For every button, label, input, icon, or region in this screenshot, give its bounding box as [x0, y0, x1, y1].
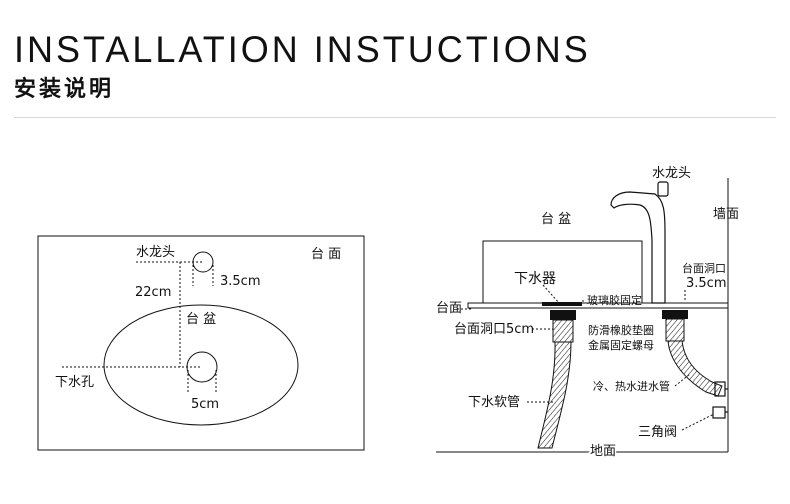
label-counter-hole: 台面洞口: [682, 261, 726, 275]
title-english: INSTALLATION INSTUCTIONS: [14, 28, 591, 71]
faucet-nut: [662, 310, 688, 319]
leader-valve: [681, 413, 715, 431]
angle-valve-lower: [712, 406, 728, 419]
label-drain-size: 5cm: [191, 397, 219, 412]
label-drain-hole: 下水孔: [55, 375, 94, 390]
label-counter-top: 台 面: [311, 247, 341, 262]
drain-flange: [542, 302, 582, 306]
angle-valve-upper: [714, 381, 728, 397]
faucet-handle: [657, 181, 669, 197]
label-faucet-side: 水龙头: [652, 166, 691, 181]
faucet: [610, 191, 666, 304]
label-counter-hole-size: 3.5cm: [686, 276, 727, 291]
label-gasket: 防滑橡胶垫圈: [588, 323, 654, 337]
title-chinese: 安装说明: [14, 77, 115, 102]
label-glass-glue: 玻璃胶固定: [587, 293, 642, 307]
label-floor: 地面: [590, 444, 616, 459]
label-drain-hole-side: 台面洞口5cm: [454, 322, 534, 337]
label-drain: 下水器: [514, 271, 556, 287]
header-divider: [14, 117, 776, 118]
label-angle-valve: 三角阀: [638, 425, 677, 440]
label-counter-side: 台面: [436, 301, 462, 316]
label-inlet-pipe: 冷、热水进水管: [593, 379, 670, 393]
faucet-thread: [665, 318, 685, 342]
label-nut: 金属固定螺母: [588, 338, 654, 352]
label-basin-side: 台 盆: [541, 212, 571, 227]
top-view: 水龙头 台 面 3.5cm 22cm 台 盆 下水孔 5cm: [37, 235, 365, 451]
drain-thread: [552, 319, 574, 343]
basin-outline: [103, 304, 299, 426]
label-distance: 22cm: [135, 285, 171, 300]
label-basin-top: 台 盆: [186, 312, 216, 327]
drain-hose: [537, 341, 572, 449]
drain-nut: [550, 310, 576, 320]
counter-outline: [37, 235, 365, 451]
inlet-hose: [667, 340, 723, 397]
label-faucet-top: 水龙头: [136, 245, 175, 260]
label-wall: 墙面: [713, 207, 739, 222]
side-view: 水龙头 墙面 台 盆 下水器 台面洞口 3.5cm 台面 玻璃胶固定 台面洞口5…: [436, 166, 739, 461]
leader-inlet: [674, 373, 691, 387]
label-drain-hose: 下水软管: [468, 395, 520, 410]
leader-drain: [542, 284, 561, 305]
label-faucet-hole-size: 3.5cm: [220, 274, 261, 289]
